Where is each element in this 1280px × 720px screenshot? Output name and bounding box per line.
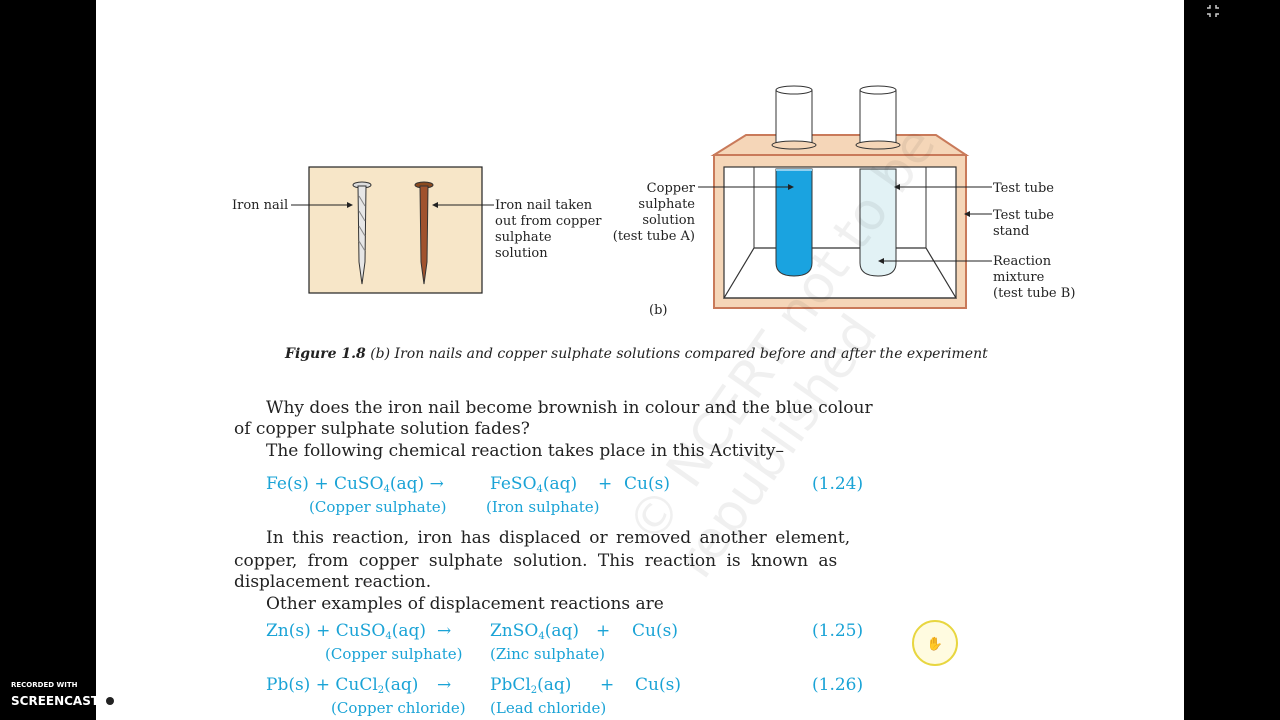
test-tube-a [771,85,817,277]
fullscreen-exit-icon[interactable] [1205,3,1221,19]
recorder-line1: RECORDED WITH [11,681,78,689]
recorder-brand-a: SCREENCAST [11,694,100,708]
label-line: mixture [993,270,1045,285]
paragraph-line: Other examples of displacement reactions… [266,594,664,614]
caption-figure-number: Figure 1.8 [285,346,366,362]
eq-arrow: → [437,675,452,695]
eq-text: (aq) → [389,474,444,494]
recorder-watermark: RECORDED WITH SCREENCAST MATIC [11,681,156,710]
eq-product: Cu(s) [632,621,678,641]
equation-1-25-rhs: ZnSO4(aq) [490,621,580,642]
eq-reactant-name: (Copper chloride) [331,699,466,717]
label-test-tube-stand: Test tube stand [993,208,1054,240]
eq-text: (aq) [391,621,427,641]
label-iron-nail: Iron nail [232,198,289,213]
paragraph-line: Why does the iron nail become brownish i… [266,398,873,418]
leader-line-iron-nail [291,202,353,208]
label-line: Iron nail taken [495,198,593,213]
label-line: stand [993,224,1030,239]
eq-subscript: 4 [383,484,390,495]
recorder-logo-icon [101,692,120,710]
figure-a-panel [308,166,483,294]
recorder-brand-b: MATIC [121,695,156,707]
eq-product: Cu(s) [624,474,670,494]
eq-text: Zn(s) + CuSO [266,621,386,641]
eq-subscript: 2 [530,685,538,696]
eq-reactant-name: (Copper sulphate) [325,645,463,663]
eq-product: Cu(s) [635,675,681,695]
eq-subscript: 4 [385,631,392,642]
test-tube-stand [710,134,970,309]
figure-b-sublabel: (b) [649,303,668,318]
label-line: sulphate [495,230,552,245]
eq-text: Fe(s) + CuSO [266,474,384,494]
label-line: (test tube A) [612,229,695,244]
hand-cursor-icon: ✋ [927,636,943,652]
document-page: Iron nail Iron nail taken out from coppe… [96,0,1184,720]
eq-plus: + [598,474,613,494]
label-reaction-mixture: Reaction mixture (test tube B) [993,254,1075,302]
eq-subscript: 2 [377,685,385,696]
equation-1-26-lhs: Pb(s) + CuCl2(aq) [266,675,419,696]
cursor-highlight: ✋ [912,620,958,666]
label-line: Test tube [993,208,1054,223]
eq-text: (aq) [384,675,419,695]
label-line: Reaction [993,254,1052,269]
eq-text: ZnSO [490,621,539,641]
eq-plus: + [596,621,611,641]
label-nail-taken-out: Iron nail taken out from copper sulphate… [495,198,602,262]
equation-1-26-rhs: PbCl2(aq) [490,675,572,696]
equation-1-24-rhs: FeSO4(aq) [490,474,578,495]
equation-1-25-lhs: Zn(s) + CuSO4(aq) [266,621,427,642]
recorder-line2: SCREENCAST MATIC [11,692,156,710]
label-line: sulphate [638,197,695,212]
leader-line-copper-sulphate [698,184,794,190]
label-copper-sulphate: Copper sulphate solution (test tube A) [611,181,695,245]
eq-reactant-name: (Copper sulphate) [309,498,447,516]
equation-number: (1.26) [812,675,864,695]
caption-text: (b) Iron nails and copper sulphate solut… [365,346,988,362]
eq-text: (aq) [542,474,578,494]
label-line: (test tube B) [993,286,1076,301]
iron-nail-coated [414,181,434,285]
iron-nail-clean [352,181,372,285]
equation-number: (1.25) [812,621,864,641]
eq-subscript: 4 [536,484,543,495]
eq-text: (aq) [544,621,580,641]
eq-product-name: (Lead chloride) [490,699,607,717]
figure-caption: Figure 1.8 (b) Iron nails and copper sul… [285,346,988,362]
label-line: solution [495,246,548,261]
label-line: out from copper [495,214,602,229]
label-line: Copper [646,181,695,196]
eq-product-name: (Zinc sulphate) [490,645,606,663]
equation-number: (1.24) [812,474,864,494]
equation-1-24-lhs: Fe(s) + CuSO4(aq) → [266,474,444,495]
label-test-tube: Test tube [993,181,1054,196]
paragraph-line: of copper sulphate solution fades? [234,419,530,439]
leader-line-reaction-mixture [878,258,992,264]
leader-line-test-tube [894,184,992,190]
eq-text: (aq) [537,675,572,695]
figure-b-test-tubes [710,85,970,309]
paragraph-line: copper, from copper sulphate solution. T… [234,551,838,571]
paragraph-line: displacement reaction. [234,572,432,592]
eq-subscript: 4 [538,631,545,642]
eq-plus: + [600,675,615,695]
leader-line-nail-taken [432,202,494,208]
eq-text: Pb(s) + CuCl [266,675,378,695]
test-tube-b [855,85,901,277]
eq-arrow: → [437,621,452,641]
leader-line-stand [964,211,992,217]
label-line: solution [642,213,695,228]
figure-a-iron-nails [308,166,483,294]
eq-text: PbCl [490,675,531,695]
eq-text: FeSO [490,474,537,494]
eq-product-name: (Iron sulphate) [486,498,600,516]
paragraph-line: The following chemical reaction takes pl… [266,441,784,461]
paragraph-line: In this reaction, iron has displaced or … [266,528,851,548]
